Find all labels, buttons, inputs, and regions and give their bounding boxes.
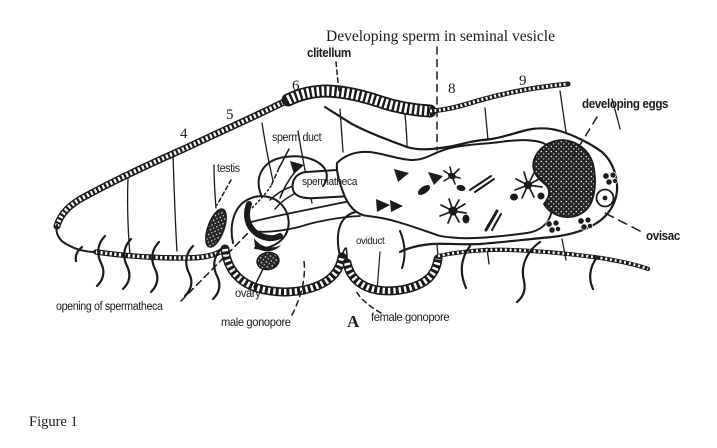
label-male-gonopore: male gonopore xyxy=(221,315,291,329)
label-opening-of-spermatheca: opening of spermatheca xyxy=(56,301,163,313)
ovisac-pointer xyxy=(602,211,641,232)
label-ovary: ovary xyxy=(235,286,261,300)
oviduct-outline xyxy=(336,210,406,292)
label-clitellum: clitellum xyxy=(307,46,351,60)
segment-number-5: 5 xyxy=(226,107,234,123)
segment-number-8: 8 xyxy=(448,81,456,97)
label-ovisac: ovisac xyxy=(646,229,680,243)
label-spermatheca: spermatheca xyxy=(302,176,358,188)
ventral-body-wall xyxy=(93,244,651,297)
segment-number-4: 4 xyxy=(180,126,188,142)
posterior-body-outline xyxy=(323,105,619,254)
setae xyxy=(74,234,599,304)
label-developing-eggs: developing eggs xyxy=(582,97,669,111)
dorsal-body-wall xyxy=(53,81,571,230)
female-gonopore-pouch xyxy=(342,254,443,296)
sperm-duct-pointer xyxy=(278,148,290,169)
male-gonopore-pointer xyxy=(291,260,306,316)
label-testis: testis xyxy=(217,163,240,175)
seminal-vesicle-outline xyxy=(335,139,556,240)
ovisac-contents xyxy=(545,171,618,234)
panel-letter: A xyxy=(347,312,360,331)
pointer-lines xyxy=(180,46,641,316)
egg-mass-shape xyxy=(532,139,596,218)
segment-number-6: 6 xyxy=(292,78,300,94)
ovary-pointer xyxy=(253,268,264,288)
testis-shape xyxy=(205,208,227,248)
sperm-clusters xyxy=(376,166,545,232)
ovary-shape xyxy=(256,251,280,271)
sperm-duct-coil xyxy=(230,195,290,252)
label-oviduct: oviduct xyxy=(356,235,385,247)
figure-title: Developing sperm in seminal vesicle xyxy=(326,28,555,45)
segment-number-9: 9 xyxy=(519,73,527,89)
figure-caption: Figure 1 xyxy=(29,414,78,430)
head-outline xyxy=(55,224,97,253)
segment-septa xyxy=(126,90,621,267)
body-fold-lines xyxy=(250,198,361,233)
sperm-duct-loop xyxy=(257,155,328,199)
label-sperm-duct: sperm duct xyxy=(272,132,322,144)
opening-of-spermatheca-pointer xyxy=(180,229,252,302)
female-gonopore-pointer xyxy=(354,288,382,314)
testis-pointer xyxy=(216,179,232,206)
label-female-gonopore: female gonopore xyxy=(371,310,450,324)
clitellum-pointer xyxy=(335,61,340,93)
developing-eggs-pointer xyxy=(571,116,598,159)
